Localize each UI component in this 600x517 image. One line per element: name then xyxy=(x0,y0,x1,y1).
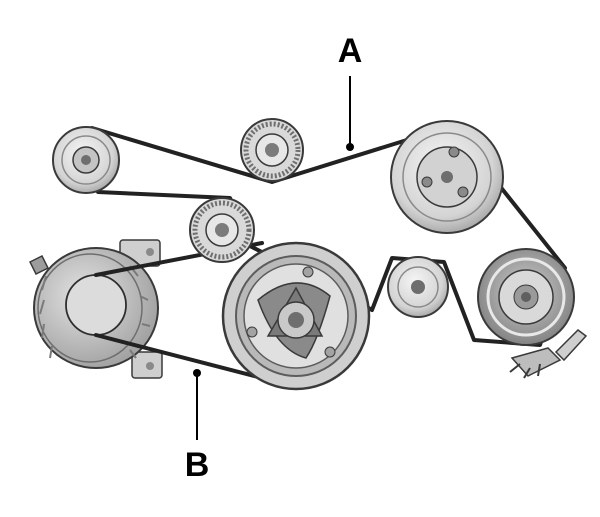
alternator-pulley xyxy=(66,275,126,335)
callout-a: A xyxy=(338,32,363,151)
power-steering-pulley xyxy=(478,249,574,345)
idler-pulley-top-left xyxy=(53,127,119,193)
callout-b: B xyxy=(185,369,210,484)
water-pump-pulley xyxy=(391,121,503,233)
tensioner-pulley-top xyxy=(241,119,303,181)
callout-a-label: A xyxy=(338,32,363,70)
crankshaft-pulley xyxy=(223,243,369,389)
alternator xyxy=(30,240,162,378)
callout-b-label: B xyxy=(185,446,210,484)
idler-pulley-middle xyxy=(190,198,254,262)
idler-pulley-lower xyxy=(388,257,448,317)
